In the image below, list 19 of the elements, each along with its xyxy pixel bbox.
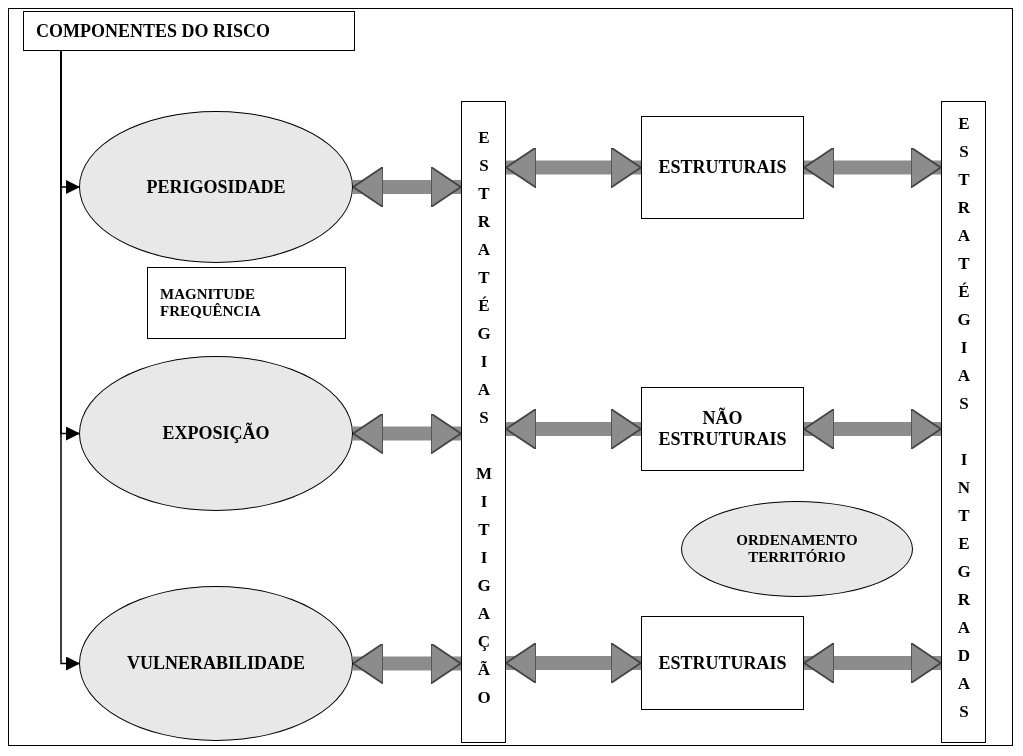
node-label: ESTRATÉGIAS MITIGAÇÃO bbox=[473, 128, 494, 716]
arrow bbox=[60, 50, 81, 671]
node-label: MAGNITUDE FREQUÊNCIA bbox=[160, 286, 262, 320]
process-box bbox=[641, 616, 804, 710]
node-label: ESTRUTURAIS bbox=[658, 652, 787, 674]
node-label: PERIGOSIDADE bbox=[146, 176, 286, 198]
node-label: NÃO ESTRUTURAIS bbox=[657, 408, 788, 450]
node-label: COMPONENTES DO RISCO bbox=[36, 20, 271, 42]
process-box bbox=[641, 116, 804, 219]
node-label: ESTRATÉGIAS INTEGRADAS bbox=[953, 114, 974, 730]
node-label: ORDENAMENTO TERRITÓRIO bbox=[735, 532, 859, 566]
strategy-bar bbox=[941, 101, 986, 743]
process-box bbox=[641, 387, 804, 471]
title-box bbox=[23, 11, 355, 51]
node-label: ESTRUTURAIS bbox=[658, 157, 787, 178]
node-label: VULNERABILIDADE bbox=[127, 653, 305, 674]
strategy-bar bbox=[461, 101, 506, 743]
process-box bbox=[147, 267, 346, 339]
node-label: EXPOSIÇÃO bbox=[162, 423, 270, 444]
